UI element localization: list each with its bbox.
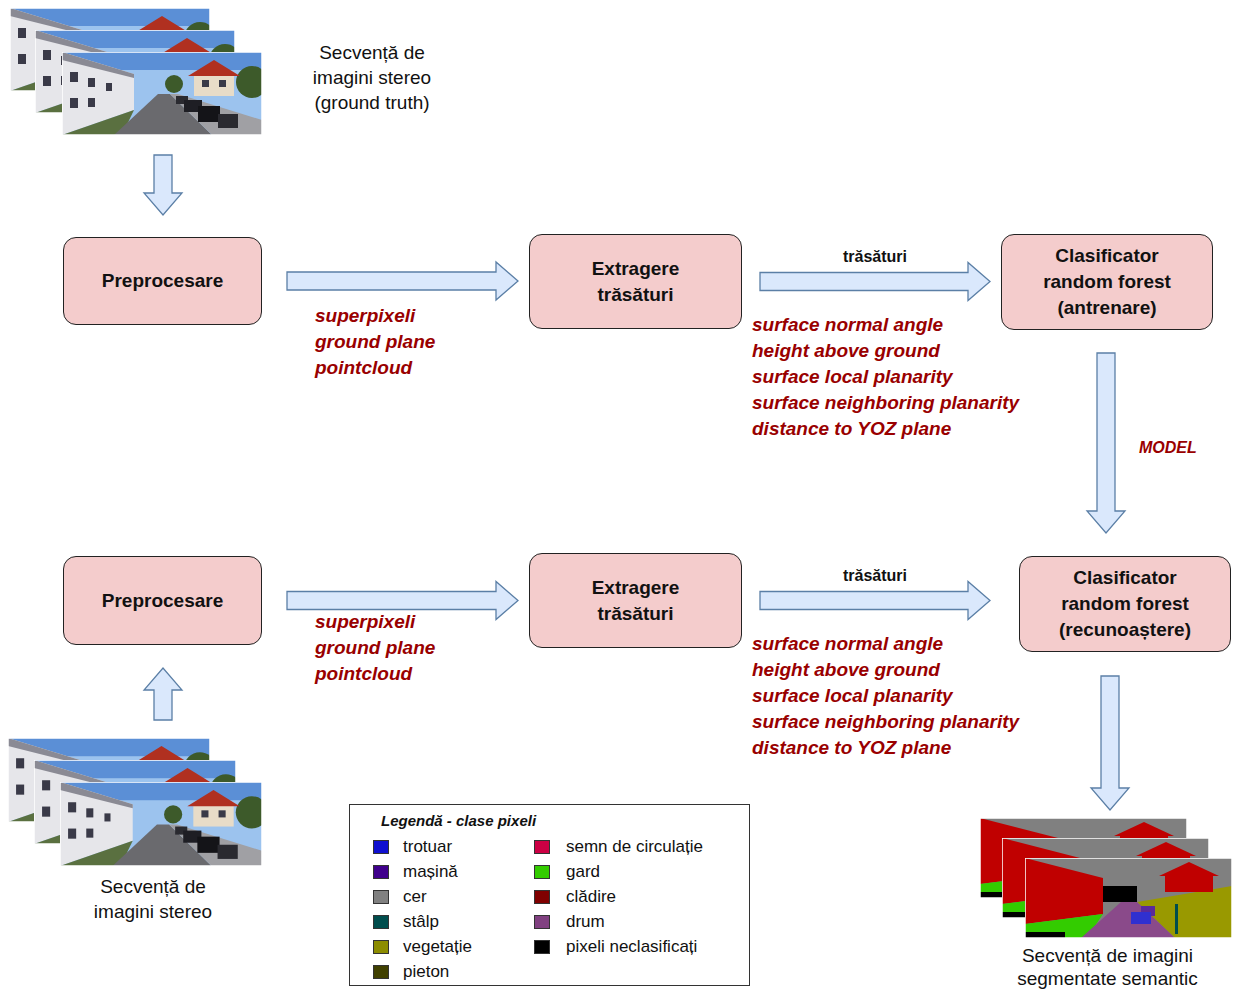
legend-swatch (373, 840, 389, 854)
feature-label: ground plane (315, 329, 435, 355)
process-box: Extragere trăsături (529, 553, 742, 648)
block-arrow (1091, 676, 1129, 810)
legend-swatch (534, 840, 550, 854)
feature-label: pointcloud (315, 661, 412, 687)
legend-label: stâlp (403, 912, 439, 932)
feature-label: surface neighboring planarity (752, 390, 1019, 416)
image-sequence: Secvență de imagini segmentate semantic (980, 818, 1232, 938)
legend-swatch (373, 865, 389, 879)
image-sequence: Secvență de imagini stereo (8, 738, 262, 866)
feature-label: ground plane (315, 635, 435, 661)
legend-swatch (534, 915, 550, 929)
block-arrow (760, 582, 990, 620)
image-caption: Secvență de imagini stereo (78, 874, 228, 924)
feature-label: distance to YOZ plane (752, 735, 951, 761)
legend-panel: trotuar mașină cer stâlp vegetație pieton semn… (349, 804, 750, 986)
image-stack (980, 818, 1232, 938)
box-label: Clasificator random forest (antrenare) (1032, 243, 1182, 321)
legend-swatch (534, 865, 550, 879)
legend-label: trotuar (403, 837, 452, 857)
legend-swatch (534, 890, 550, 904)
feature-label: height above ground (752, 338, 940, 364)
feature-label: distance to YOZ plane (752, 416, 951, 442)
block-arrow (287, 262, 518, 300)
image-sequence: Secvență de imagini stereo (ground truth… (10, 8, 262, 135)
legend-swatch (373, 965, 389, 979)
feature-label: superpixeli (315, 609, 415, 635)
process-box: Clasificator random forest (recunoaștere… (1019, 556, 1231, 652)
arrow-label: trăsături (840, 247, 910, 267)
box-label: Preprocesare (102, 588, 223, 614)
legend-label: semn de circulație (566, 837, 703, 857)
legend-swatch (373, 890, 389, 904)
legend-label: drum (566, 912, 605, 932)
feature-label: superpixeli (315, 303, 415, 329)
feature-label: pointcloud (315, 355, 412, 381)
arrow-label: trăsături (840, 566, 910, 586)
block-arrow (144, 668, 182, 720)
arrow-label: MODEL (1136, 438, 1200, 458)
feature-label: height above ground (752, 657, 940, 683)
block-arrow (760, 263, 990, 301)
block-arrow (144, 155, 182, 215)
box-label: Preprocesare (102, 268, 223, 294)
legend-label: pixeli neclasificați (566, 937, 697, 957)
box-label: Clasificator random forest (recunoaștere… (1045, 565, 1205, 643)
image-stack (10, 8, 262, 135)
process-box: Extragere trăsături (529, 234, 742, 329)
process-box: Clasificator random forest (antrenare) (1001, 234, 1213, 330)
legend-label: pieton (403, 962, 449, 982)
block-arrow (1087, 353, 1125, 533)
image-caption: Secvență de imagini stereo (ground truth… (297, 40, 447, 115)
legend-swatch (373, 915, 389, 929)
image-stack (8, 738, 262, 866)
feature-label: surface normal angle (752, 312, 943, 338)
image-caption: Secvență de imagini segmentate semantic (1000, 944, 1215, 990)
box-label: Extragere trăsături (576, 256, 696, 308)
feature-label: surface normal angle (752, 631, 943, 657)
feature-label: surface local planarity (752, 683, 953, 709)
legend-label: cer (403, 887, 427, 907)
feature-label: surface neighboring planarity (752, 709, 1019, 735)
process-box: Preprocesare (63, 237, 262, 325)
box-label: Extragere trăsături (576, 575, 696, 627)
legend-label: gard (566, 862, 600, 882)
legend-swatch (534, 940, 550, 954)
legend-title: Legendă - clase pixeli (381, 812, 536, 830)
legend-swatch (373, 940, 389, 954)
legend-label: clădire (566, 887, 616, 907)
legend-label: vegetație (403, 937, 472, 957)
feature-label: surface local planarity (752, 364, 953, 390)
process-box: Preprocesare (63, 556, 262, 645)
legend-label: mașină (403, 862, 458, 882)
